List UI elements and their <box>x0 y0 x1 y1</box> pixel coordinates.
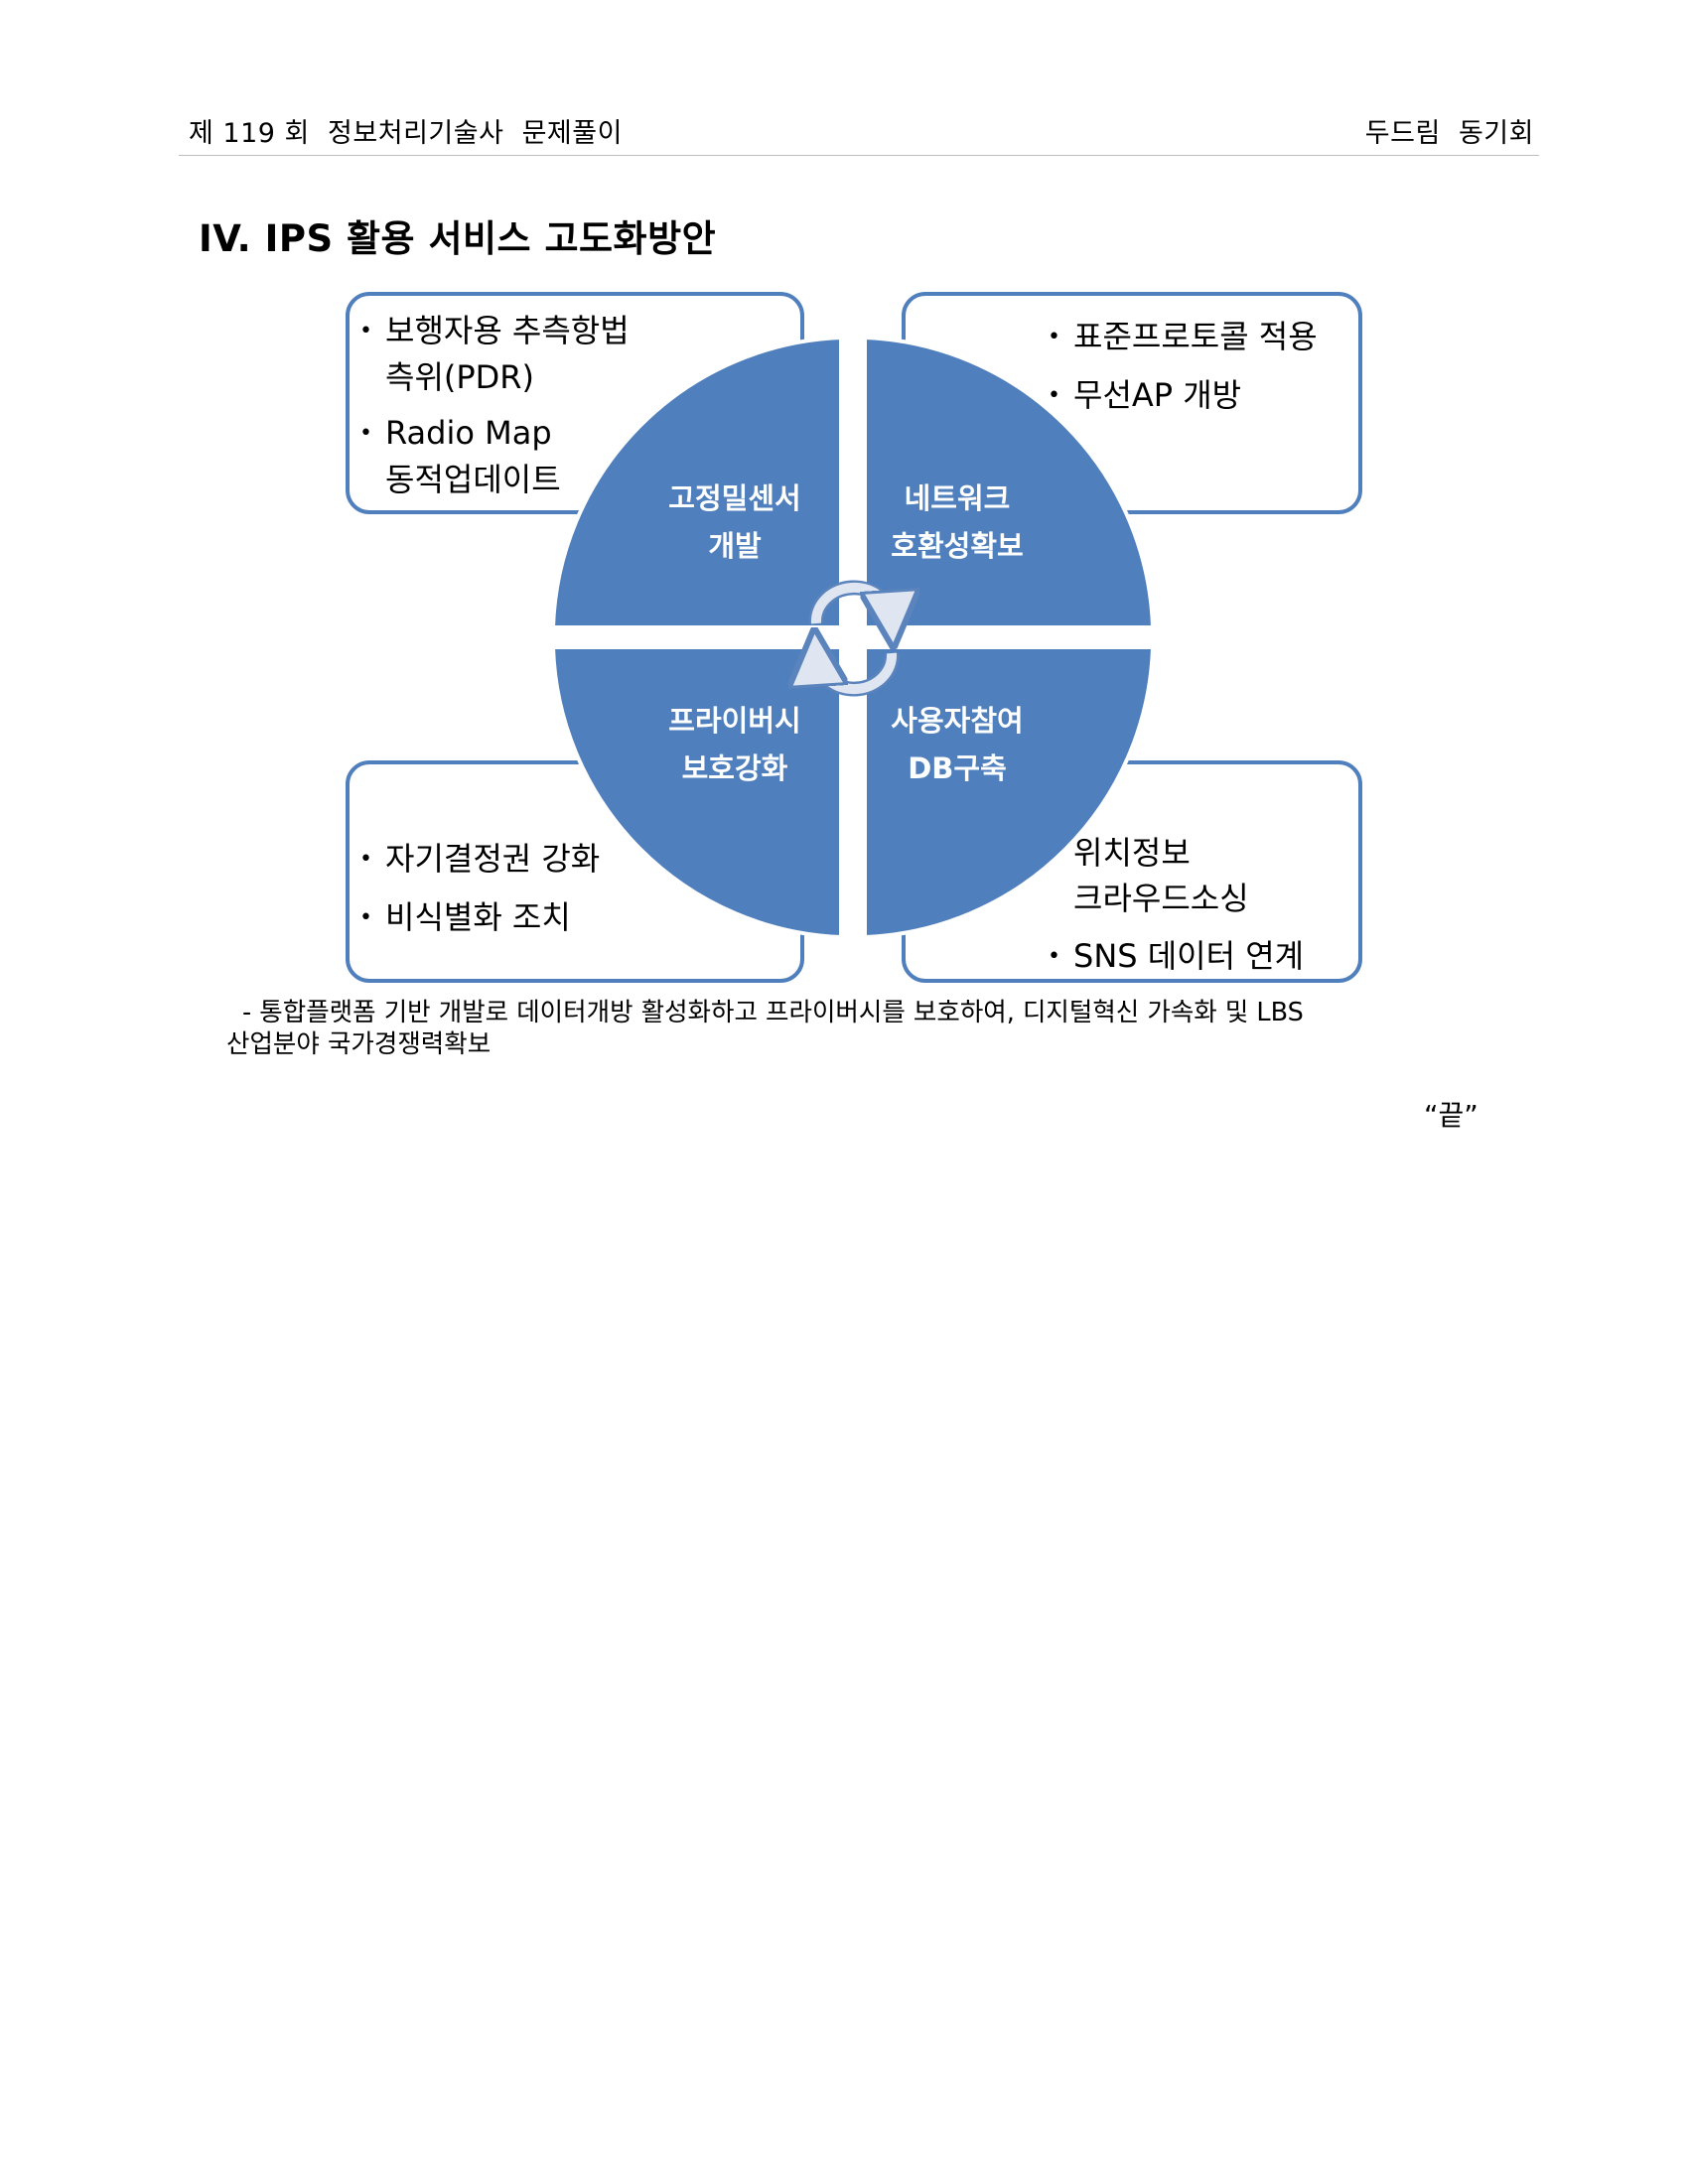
quadrant-label-line: DB구축 <box>908 751 1007 785</box>
bullet-icon: • <box>1048 325 1060 349</box>
box-item: SNS 데이터 연계 <box>1073 937 1305 975</box>
box-item-continuation: 측위(PDR) <box>385 358 535 396</box>
box-text-bottom-right: 위치정보 크라우드소싱 • SNS 데이터 연계 <box>1048 830 1304 980</box>
box-item: 비식별화 조치 <box>385 898 571 936</box>
box-item: 무선AP 개방 <box>1073 376 1242 414</box>
bullet-icon: • <box>359 905 372 930</box>
box-text-top-right: • 표준프로토콜 적용 • 무선AP 개방 <box>1048 308 1318 425</box>
box-item: 자기결정권 강화 <box>385 840 601 878</box>
box-item: Radio Map <box>385 414 552 452</box>
ips-strategy-diagram <box>346 292 1362 983</box>
header-exam-title: 제 119 회 정보처리기술사 문제풀이 <box>189 118 623 149</box>
page-header: 제 119 회 정보처리기술사 문제풀이 두드림 동기회 <box>189 111 1534 151</box>
header-divider <box>179 155 1539 156</box>
quadrant-label-bottom-right: 사용자참여 DB구축 <box>868 697 1047 792</box>
box-item: 보행자용 추측항법 <box>385 312 630 349</box>
quadrant-label-line: 호환성확보 <box>891 529 1024 563</box>
bullet-icon: • <box>359 847 372 872</box>
quadrant-label-line: 네트워크 <box>904 481 1011 515</box>
bullet-icon: • <box>1048 944 1060 969</box>
quadrant-label-top-left: 고정밀센서 개발 <box>645 475 824 570</box>
header-study-group: 두드림 동기회 <box>1364 118 1534 149</box>
quadrant-label-line: 사용자참여 <box>891 704 1024 738</box>
quadrant-label-line: 프라이버시 <box>668 704 801 738</box>
box-item-continuation: 동적업데이트 <box>385 461 561 498</box>
cycle-arrows-icon <box>816 580 892 697</box>
quadrant-bottom-right <box>863 645 1156 940</box>
quadrant-label-bottom-left: 프라이버시 보호강화 <box>645 697 824 792</box>
quadrant-top-left <box>550 335 843 629</box>
bullet-icon: • <box>359 421 372 446</box>
quadrant-bottom-left <box>550 645 843 940</box>
quadrant-top-right <box>863 335 1156 629</box>
quadrant-label-line: 보호강화 <box>681 751 788 785</box>
box-item: 위치정보 <box>1073 834 1191 872</box>
summary-line: - 통합플랫폼 기반 개발로 데이터개방 활성화하고 프라이버시를 보호하여, … <box>242 998 1304 1027</box>
summary-line: 산업분야 국가경쟁력확보 <box>226 1029 492 1059</box>
bullet-icon: • <box>1048 383 1060 408</box>
quadrant-label-line: 개발 <box>708 529 762 563</box>
bullet-icon: • <box>359 319 372 343</box>
box-text-bottom-left: • 자기결정권 강화 • 비식별화 조치 <box>359 830 600 947</box>
quadrant-label-top-right: 네트워크 호환성확보 <box>868 475 1047 570</box>
end-mark: “끝” <box>1424 1099 1478 1132</box>
box-item: 표준프로토콜 적용 <box>1073 318 1318 355</box>
summary-text: - 통합플랫폼 기반 개발로 데이터개방 활성화하고 프라이버시를 보호하여, … <box>226 997 1547 1060</box>
section-title: IV. IPS 활용 서비스 고도화방안 <box>199 217 717 260</box>
box-text-top-left: • 보행자용 추측항법 측위(PDR) • Radio Map 동적업데이트 <box>359 308 630 502</box>
quadrant-label-line: 고정밀센서 <box>668 481 801 515</box>
circle-quadrants <box>550 335 1156 940</box>
box-item-continuation: 크라우드소싱 <box>1073 880 1249 917</box>
